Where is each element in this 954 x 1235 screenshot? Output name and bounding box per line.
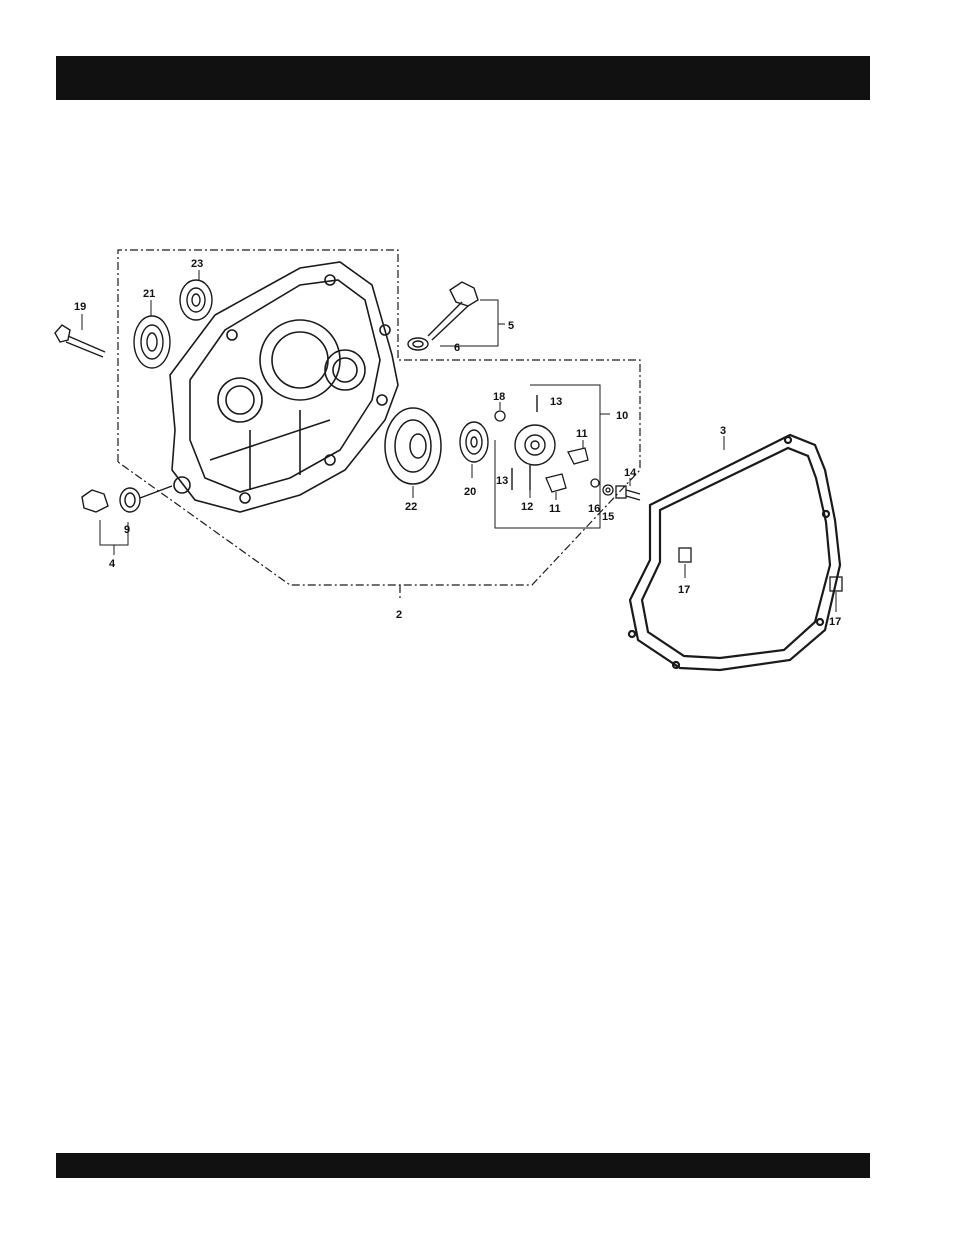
callout-17-right: 17 xyxy=(829,616,841,628)
callout-13-upper: 13 xyxy=(550,396,562,408)
drain-bolt-4 xyxy=(82,486,172,512)
callout-18: 18 xyxy=(493,391,505,403)
callout-22: 22 xyxy=(405,501,417,513)
callout-13-lower: 13 xyxy=(496,475,508,487)
washer-16 xyxy=(591,479,599,487)
bearing-21 xyxy=(134,316,170,368)
callout-6: 6 xyxy=(454,342,460,354)
bolt-19 xyxy=(55,325,105,357)
callout-17-left: 17 xyxy=(678,584,690,596)
callout-15: 15 xyxy=(602,511,614,523)
callout-10: 10 xyxy=(616,410,628,422)
clip-11-upper xyxy=(568,448,588,464)
governor-gear-12 xyxy=(512,395,555,490)
callout-11-lower: 11 xyxy=(549,503,561,515)
callout-21: 21 xyxy=(143,288,155,300)
gasket-3 xyxy=(629,435,840,670)
footer-bar xyxy=(56,1153,870,1178)
callout-9: 9 xyxy=(124,524,130,536)
callout-5: 5 xyxy=(508,320,514,332)
dipstick-5 xyxy=(408,282,478,350)
bearing-22 xyxy=(385,408,441,484)
callout-19: 19 xyxy=(74,301,86,313)
callout-12: 12 xyxy=(521,501,533,513)
crankcase-cover xyxy=(170,262,398,512)
washer-18 xyxy=(495,411,505,421)
bearing-20 xyxy=(460,422,488,462)
bearing-23 xyxy=(180,280,212,320)
dowel-17-a xyxy=(679,548,691,562)
callout-11-upper: 11 xyxy=(576,428,588,440)
callout-2: 2 xyxy=(396,609,402,621)
washer-15 xyxy=(603,485,613,495)
callout-4: 4 xyxy=(109,558,116,570)
callout-16: 16 xyxy=(588,503,600,515)
callout-20: 20 xyxy=(464,486,476,498)
bolt-14 xyxy=(616,486,640,500)
callout-3: 3 xyxy=(720,425,726,437)
callout-23: 23 xyxy=(191,258,203,270)
callout-14: 14 xyxy=(624,467,637,479)
clip-11-lower xyxy=(546,474,566,492)
